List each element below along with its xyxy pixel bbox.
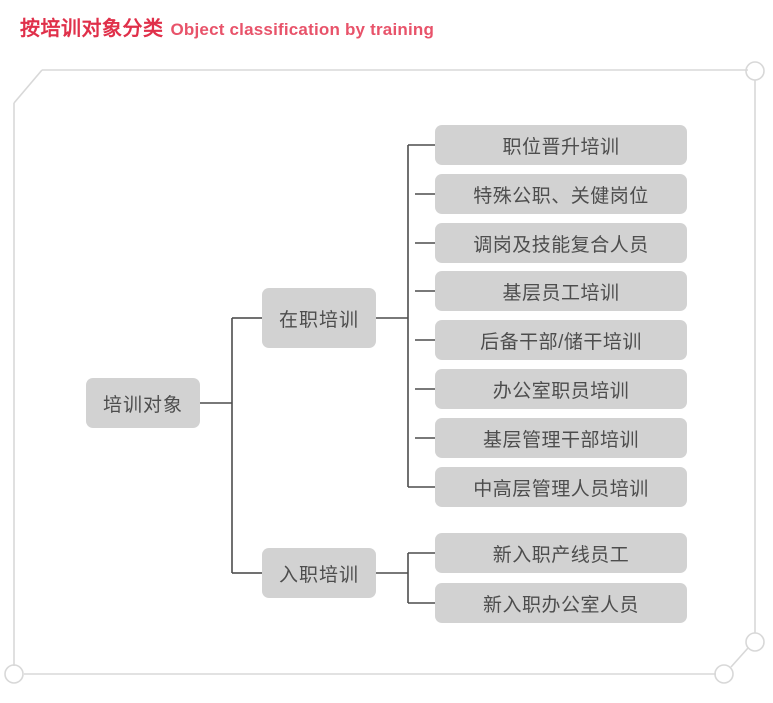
tree-leaf-new-office-staff[interactable]: 新入职办公室人员 — [435, 583, 687, 623]
tree-leaf-promotion-training[interactable]: 职位晋升培训 — [435, 125, 687, 165]
tree-leaf-new-production-staff[interactable]: 新入职产线员工 — [435, 533, 687, 573]
tree-leaf-office-staff[interactable]: 办公室职员培训 — [435, 369, 687, 409]
tree-leaf-frontline-staff[interactable]: 基层员工培训 — [435, 271, 687, 311]
page-title-chinese: 按培训对象分类 — [20, 18, 164, 40]
tree-leaf-special-posts[interactable]: 特殊公职、关健岗位 — [435, 174, 687, 214]
tree-leaf-senior-management[interactable]: 中高层管理人员培训 — [435, 467, 687, 507]
tree-node-branch-on-job[interactable]: 在职培训 — [262, 288, 376, 348]
tree-leaf-rotation-multiskill[interactable]: 调岗及技能复合人员 — [435, 223, 687, 263]
tree-node-branch-onboarding[interactable]: 入职培训 — [262, 548, 376, 598]
tree-leaf-reserve-cadre[interactable]: 后备干部/储干培训 — [435, 320, 687, 360]
page-title: 按培训对象分类 Object classification by trainin… — [20, 12, 434, 42]
page-title-english: Object classification by training — [170, 20, 435, 39]
tree-leaf-frontline-management[interactable]: 基层管理干部培训 — [435, 418, 687, 458]
tree-node-root[interactable]: 培训对象 — [86, 378, 200, 428]
